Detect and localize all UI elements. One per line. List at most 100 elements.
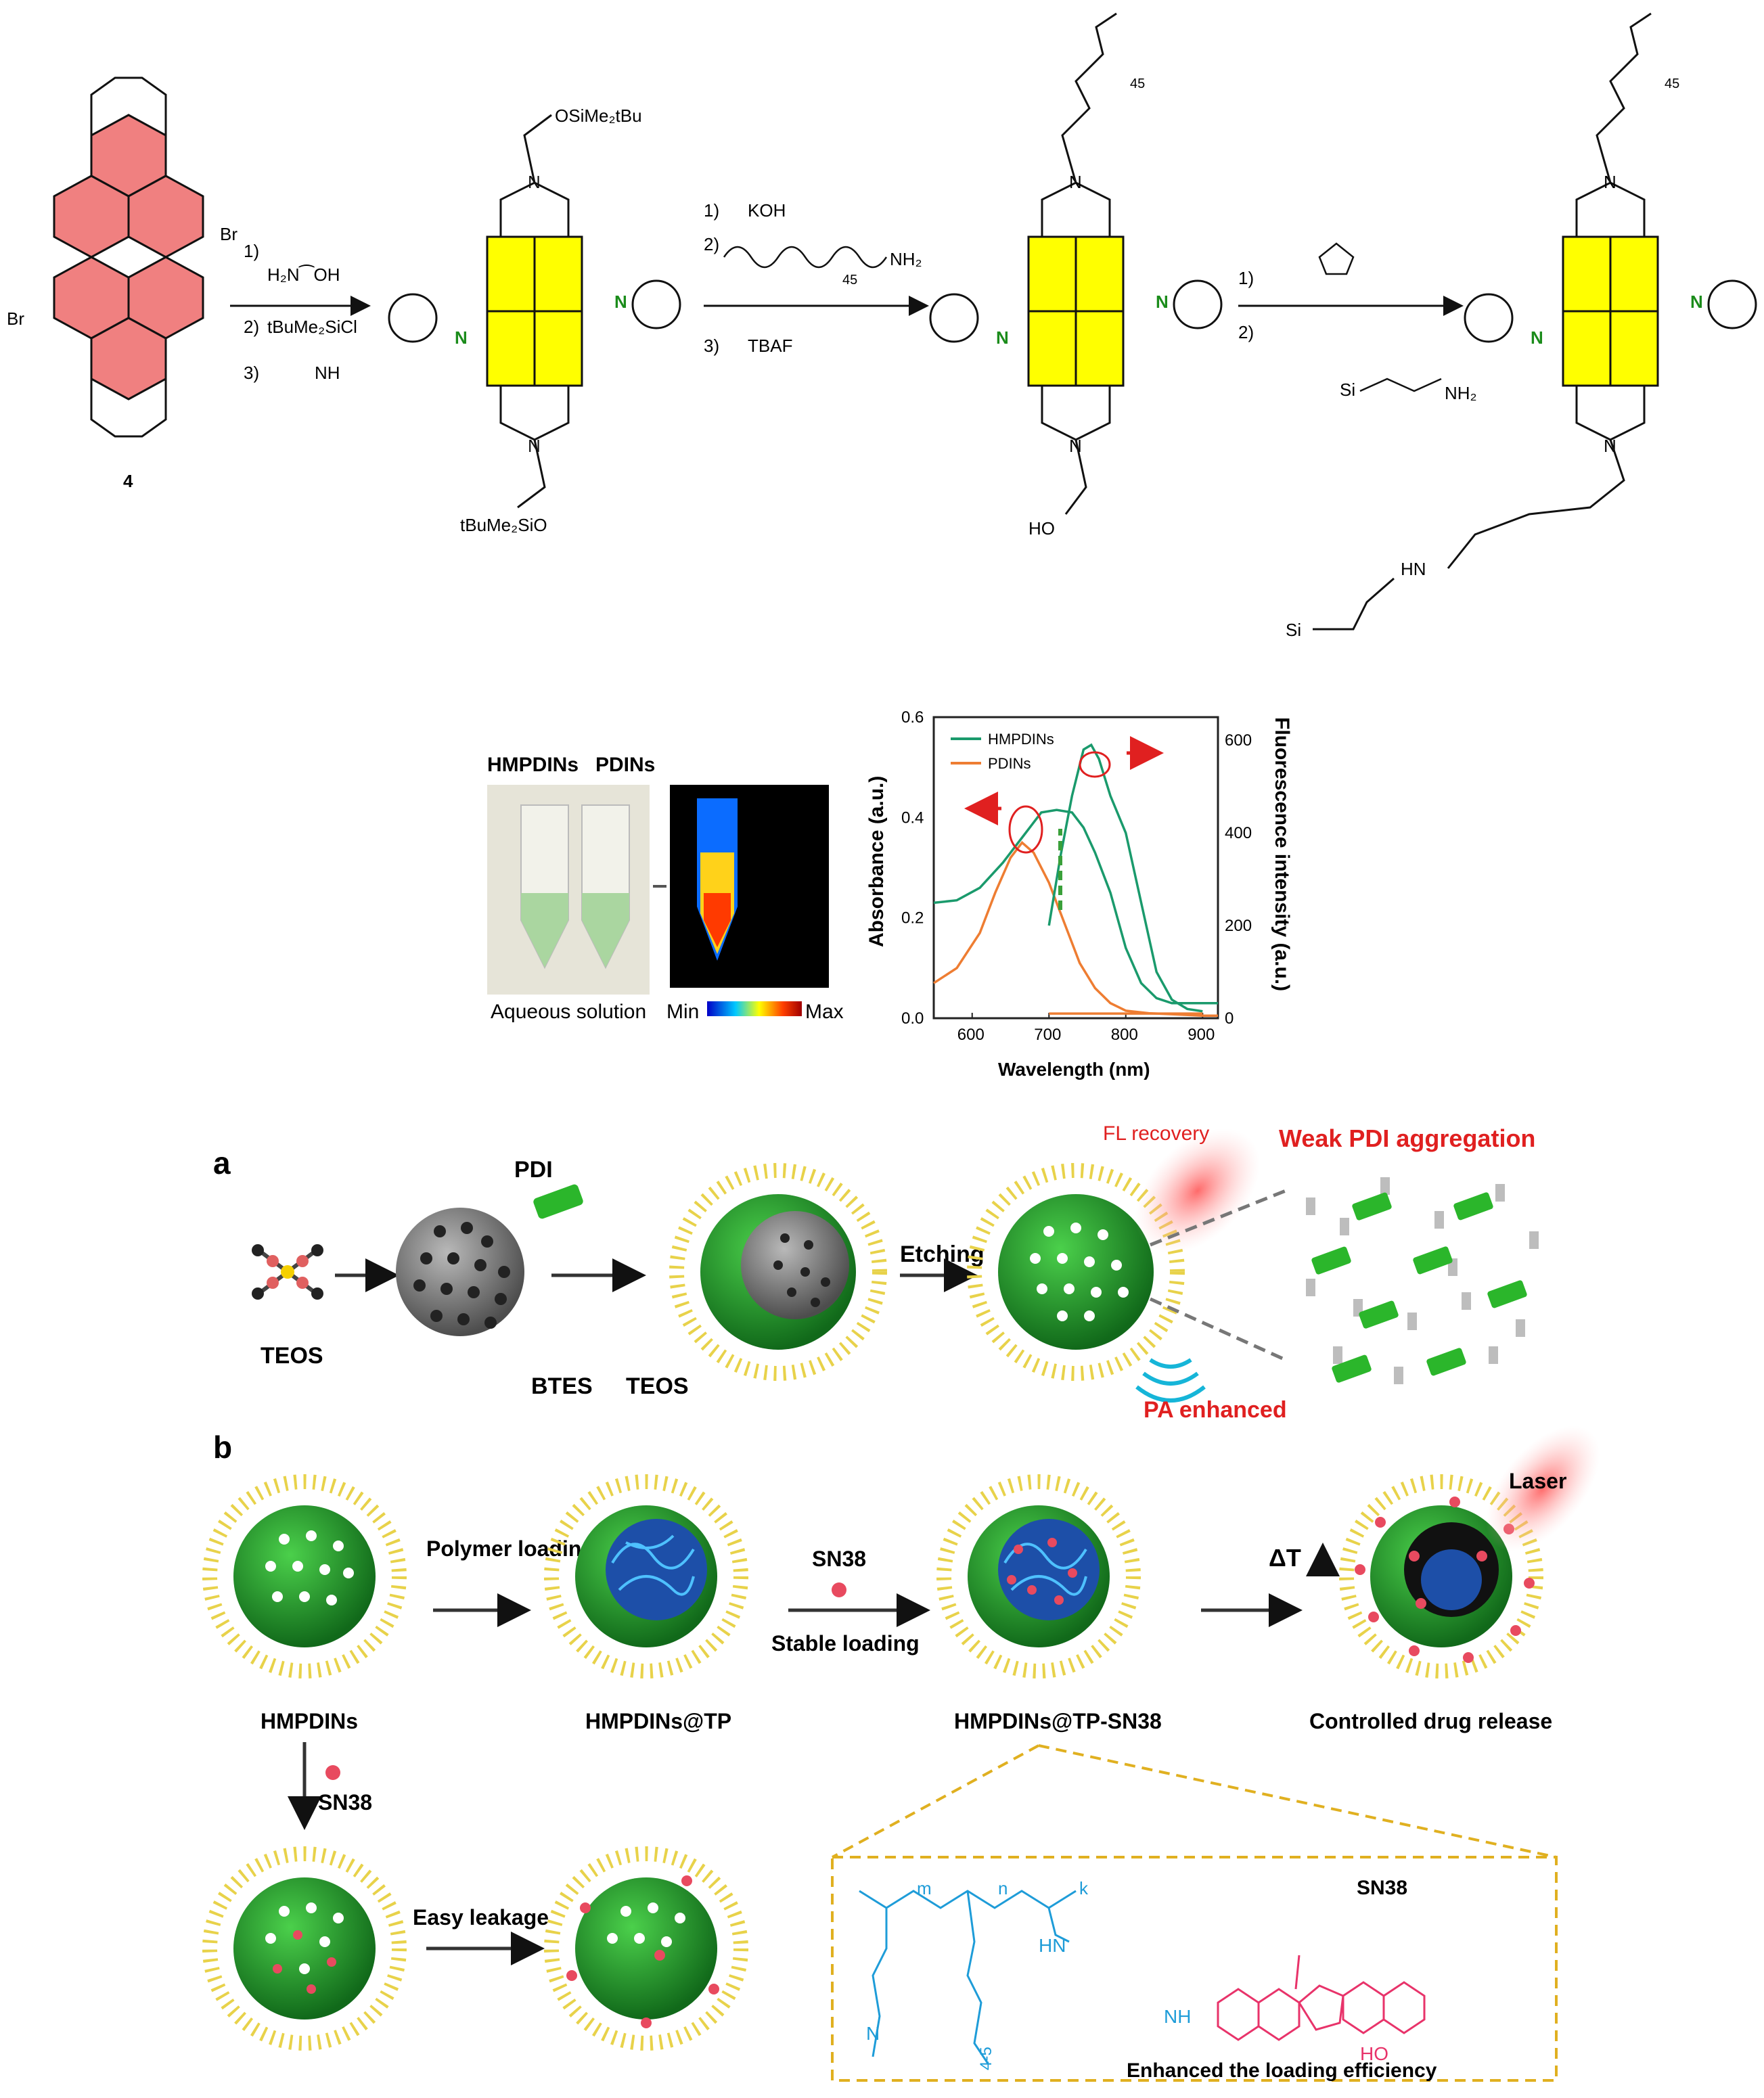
x-tick-label: 800 — [1111, 1026, 1138, 1044]
pa-enhanced-label: PA enhanced — [1144, 1397, 1287, 1423]
sphere-controlled-release — [1339, 1474, 1543, 1679]
svg-text:N: N — [996, 327, 1009, 348]
svg-text:1): 1) — [1238, 268, 1254, 288]
x-tick-label: 900 — [1188, 1026, 1215, 1044]
svg-text:3): 3) — [704, 336, 719, 356]
svg-text:NH₂: NH₂ — [1445, 383, 1477, 403]
svg-text:NH: NH — [315, 363, 340, 383]
sphere-hmpdins-tp-sn38 — [936, 1474, 1141, 1679]
br-right-label: Br — [220, 224, 238, 244]
annotation-circle-fl — [1079, 751, 1111, 778]
vial-photo-panel: HMPDINs PDINs Aqueous solution Min Max — [487, 754, 844, 1023]
svg-text:2): 2) — [704, 234, 719, 254]
sphere-leak-after — [544, 1846, 748, 2051]
svg-text:NH₂: NH₂ — [890, 249, 922, 269]
label-hmpdins-tp-sn38: HMPDINs@TP-SN38 — [954, 1709, 1162, 1733]
step2-reagents: 1) KOH 2) NH₂ 45 3) TBAF — [704, 200, 922, 356]
scale-max: Max — [805, 1001, 844, 1023]
svg-text:HO: HO — [1360, 2043, 1388, 2064]
y2-tick-label: 600 — [1225, 731, 1252, 750]
chart-lines — [933, 743, 1218, 1018]
svg-text:k: k — [1079, 1878, 1089, 1898]
chart-legend: HMPDINs PDINs — [951, 731, 1054, 772]
photo-caption: Aqueous solution — [491, 1001, 646, 1023]
stable-loading-label: Stable loading — [771, 1631, 920, 1656]
step1-reagents: 1) H₂N⁀OH 2) tBuMe₂SiCl 3) NH — [244, 241, 357, 383]
weak-pdi-label: Weak PDI aggregation — [1279, 1124, 1535, 1152]
y2-axis-label: Fluorescence intensity (a.u.) — [1271, 717, 1293, 991]
final-product: N N N N 45 HN Si — [1286, 12, 1757, 640]
compound-number: 4 — [123, 471, 133, 491]
panel-b: b Polymer loading SN38 Stable loading — [202, 1426, 1600, 2082]
svg-text:HO: HO — [1028, 518, 1055, 539]
svg-text:OSiMe₂tBu: OSiMe₂tBu — [555, 106, 642, 126]
label-pdins-photo: PDINs — [595, 754, 655, 776]
svg-text:NH: NH — [1164, 2006, 1191, 2027]
br-left-label: Br — [7, 309, 24, 329]
scale-min: Min — [666, 1001, 699, 1023]
svg-text:N: N — [1531, 327, 1543, 348]
teos-label-1: TEOS — [261, 1343, 323, 1369]
y-tick-label: 0.2 — [901, 909, 924, 928]
svg-text:N: N — [1069, 436, 1082, 456]
laser-beam — [1135, 1128, 1261, 1254]
legend-pdins: PDINs — [988, 755, 1031, 772]
svg-text:45: 45 — [1665, 76, 1679, 91]
svg-text:n: n — [998, 1878, 1008, 1898]
sn38-structure — [1217, 1955, 1426, 2041]
svg-text:N: N — [614, 292, 627, 312]
svg-text:N: N — [866, 2023, 880, 2044]
polymer-loading-label: Polymer loading — [426, 1536, 595, 1561]
zoom-aggregation — [1306, 1177, 1539, 1384]
svg-text:HN: HN — [1039, 1935, 1066, 1956]
plot-area — [932, 716, 1219, 1020]
svg-text:2): 2) — [1238, 322, 1254, 342]
delta-t-label: ΔT — [1269, 1544, 1301, 1572]
sn38-structure-label: SN38 — [1357, 1877, 1407, 1899]
svg-text:45: 45 — [1130, 76, 1145, 91]
svg-text:N: N — [528, 436, 541, 456]
svg-text:HN: HN — [1401, 559, 1426, 579]
panel-a-label: a — [213, 1145, 231, 1181]
fl-recovery-label: FL recovery — [1103, 1122, 1209, 1145]
step3-reagents: 1) 2) Si NH₂ — [1238, 242, 1477, 403]
series-line-pdins-absorbance — [933, 840, 1218, 1018]
svg-text:2): 2) — [244, 317, 259, 337]
pdi-block-icon — [533, 1184, 583, 1219]
sphere-hmpdins — [202, 1474, 407, 1679]
series-line-hmpdins-fluorescence — [1047, 743, 1203, 1013]
pdi-label: PDI — [514, 1157, 553, 1183]
svg-text:tBuMe₂SiCl: tBuMe₂SiCl — [267, 317, 357, 337]
svg-text:3): 3) — [244, 363, 259, 383]
y-tick-label: 0.4 — [901, 808, 924, 827]
teos-label-2: TEOS — [626, 1373, 689, 1399]
laser-label: Laser — [1509, 1469, 1566, 1493]
pdi-coated-sphere — [669, 1163, 887, 1381]
svg-text:N: N — [1156, 292, 1169, 312]
legend-hmpdins: HMPDINs — [988, 731, 1054, 748]
sphere-hmpdins-tp — [544, 1474, 748, 1679]
svg-text:m: m — [917, 1878, 932, 1898]
pa-wave-icon — [1135, 1358, 1206, 1403]
y2-tick-label: 400 — [1225, 824, 1252, 842]
y2-tick-label: 200 — [1225, 917, 1252, 935]
svg-text:N: N — [455, 327, 468, 348]
panel-a: a TEOS PDI BTES TEOS — [213, 1122, 1539, 1423]
sn38-dot-icon — [832, 1582, 846, 1597]
panel-b-label: b — [213, 1430, 232, 1465]
enhanced-label: Enhanced the loading efficiency — [1127, 2059, 1437, 2082]
structure-callout-box — [831, 1856, 1558, 2082]
x-axis-label: Wavelength (nm) — [998, 1059, 1150, 1080]
y-tick-label: 0.0 — [901, 1009, 924, 1028]
annotation-circle-abs — [1008, 805, 1043, 854]
svg-text:Si: Si — [1340, 380, 1355, 400]
sn38-top-label: SN38 — [812, 1547, 866, 1571]
svg-text:H₂N⁀OH: H₂N⁀OH — [267, 263, 340, 285]
reaction-scheme: 4 Br Br 1) H₂N⁀OH 2) tBuMe₂SiCl 3) NH N … — [7, 12, 1757, 640]
color-scale-bar — [707, 1001, 802, 1016]
teos-molecule-icon — [252, 1244, 323, 1300]
btes-label: BTES — [531, 1373, 593, 1399]
svg-text:TBAF: TBAF — [748, 336, 792, 356]
